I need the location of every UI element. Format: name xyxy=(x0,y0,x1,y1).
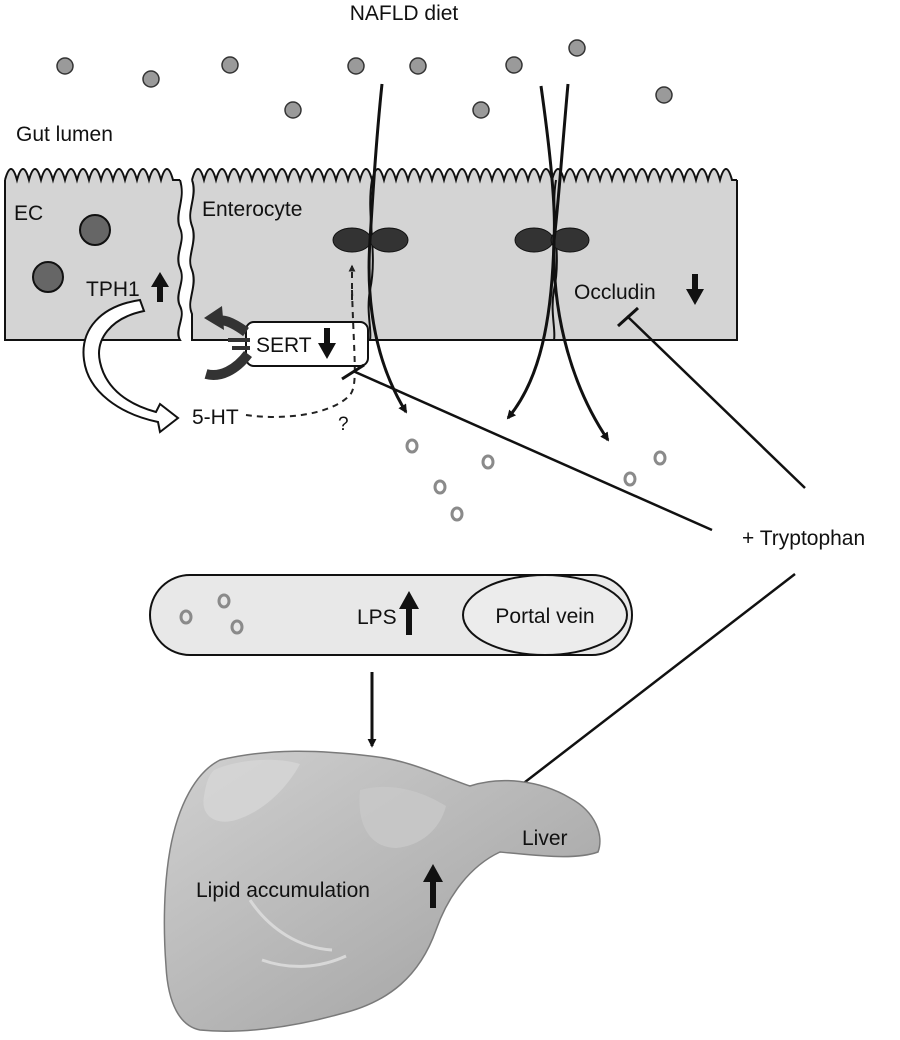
sert-label: SERT xyxy=(256,334,312,357)
ec-cell xyxy=(4,168,183,341)
lipid-label: Lipid accumulation xyxy=(196,879,370,902)
portal-vessel: Portal vein LPS xyxy=(149,574,633,656)
occludin-label: Occludin xyxy=(574,281,656,304)
tryptophan-label: + Tryptophan xyxy=(742,527,865,550)
question-label: ? xyxy=(338,414,349,435)
enterocyte-label: Enterocyte xyxy=(202,198,302,221)
ec-label: EC xyxy=(14,202,43,225)
lps-label: LPS xyxy=(357,606,397,629)
five-ht-dashed-path xyxy=(245,289,356,418)
portal-vein-label: Portal vein xyxy=(495,605,594,628)
tph1-label: TPH1 xyxy=(86,278,140,301)
epithelium xyxy=(4,168,738,341)
lps-up-arrow-icon xyxy=(399,591,419,635)
five-ht-label: 5-HT xyxy=(192,406,239,429)
liver-illustration xyxy=(163,750,601,1032)
vessel-particles xyxy=(179,593,244,635)
luminal-particles xyxy=(56,39,673,119)
tryptophan-inhibition xyxy=(341,306,806,843)
sert-down-arrow-icon xyxy=(318,328,336,359)
diet-label: NAFLD diet xyxy=(350,2,459,25)
paracellular-leak-arrows xyxy=(367,83,610,442)
lipid-up-arrow-icon xyxy=(423,864,443,908)
tph1-up-arrow-icon xyxy=(151,272,169,302)
occludin-down-arrow-icon xyxy=(686,274,704,305)
liver-label: Liver xyxy=(522,827,568,850)
sert-transporter: SERT xyxy=(245,321,369,367)
secretory-granule xyxy=(32,261,64,293)
reuptake-arrow-icon xyxy=(204,306,252,380)
tight-junction xyxy=(332,227,409,253)
secretion-arrow-icon xyxy=(82,298,180,434)
tight-junction xyxy=(514,227,590,253)
secretory-granule xyxy=(79,214,111,246)
gut-lumen-label: Gut lumen xyxy=(16,123,113,146)
enterocyte-cells xyxy=(189,168,738,341)
translocated-particles xyxy=(405,438,667,522)
